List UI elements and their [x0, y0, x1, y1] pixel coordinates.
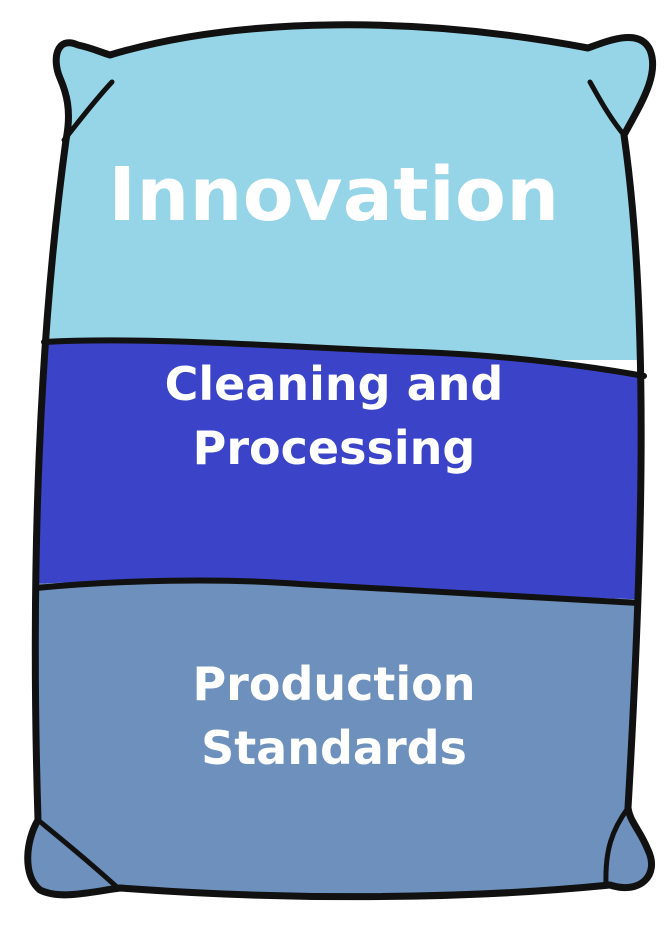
layer-label-bottom-line-2: Standards — [201, 721, 467, 775]
corner-tie-bottom-right — [603, 805, 631, 887]
corner-tie-bottom-left — [35, 817, 121, 891]
top-layer — [27, 24, 653, 360]
middle-layer — [27, 339, 653, 600]
divider-line-lower — [33, 577, 641, 606]
sack-outline — [24, 21, 657, 901]
corner-tie-top-left — [61, 79, 115, 143]
layer-label-top-line-1: Innovation — [108, 152, 560, 238]
layer-label-middle: Cleaning and Processing — [0, 352, 668, 480]
layer-label-bottom: Production Standards — [0, 652, 668, 780]
layer-label-middle-line-2: Processing — [192, 421, 476, 475]
layer-label-middle-line-1: Cleaning and — [164, 357, 504, 411]
bottom-layer — [27, 580, 653, 897]
layer-label-bottom-line-1: Production — [192, 657, 476, 711]
corner-tie-top-right — [587, 79, 627, 138]
divider-line-upper — [41, 337, 647, 379]
layer-label-top: Innovation — [0, 150, 668, 240]
